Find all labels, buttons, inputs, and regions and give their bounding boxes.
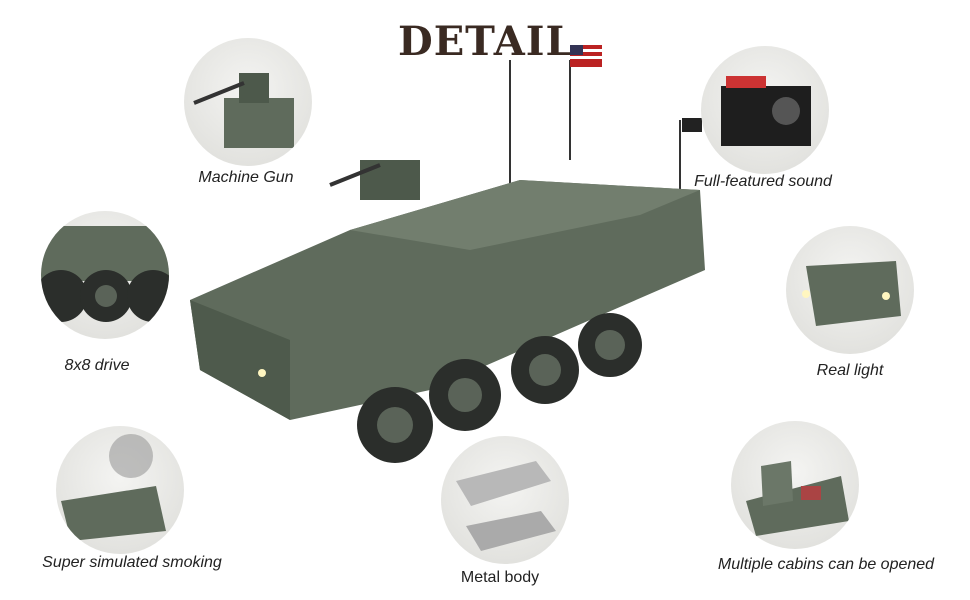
cabins-detail-image (731, 421, 859, 549)
metal-body-detail-image (441, 436, 569, 564)
feature-label-metal-body: Metal body (460, 569, 540, 586)
feature-label-smoking: Super simulated smoking (42, 554, 222, 571)
feature-label-machine-gun: Machine Gun (198, 169, 294, 186)
armored-vehicle-image (190, 45, 705, 463)
sound-detail-image (701, 46, 829, 174)
feature-label-drive: 8x8 drive (64, 357, 130, 374)
machine-gun-detail-image (184, 38, 312, 166)
light-detail-image (786, 226, 914, 354)
smoking-detail-image (56, 426, 184, 554)
drive-detail-image (41, 211, 169, 339)
page-title: DETAIL (398, 18, 575, 65)
feature-label-light: Real light (816, 362, 884, 379)
feature-label-cabins: Multiple cabins can be opened (717, 556, 935, 573)
feature-label-sound: Full-featured sound (694, 173, 832, 190)
us-flag-icon (570, 45, 602, 67)
